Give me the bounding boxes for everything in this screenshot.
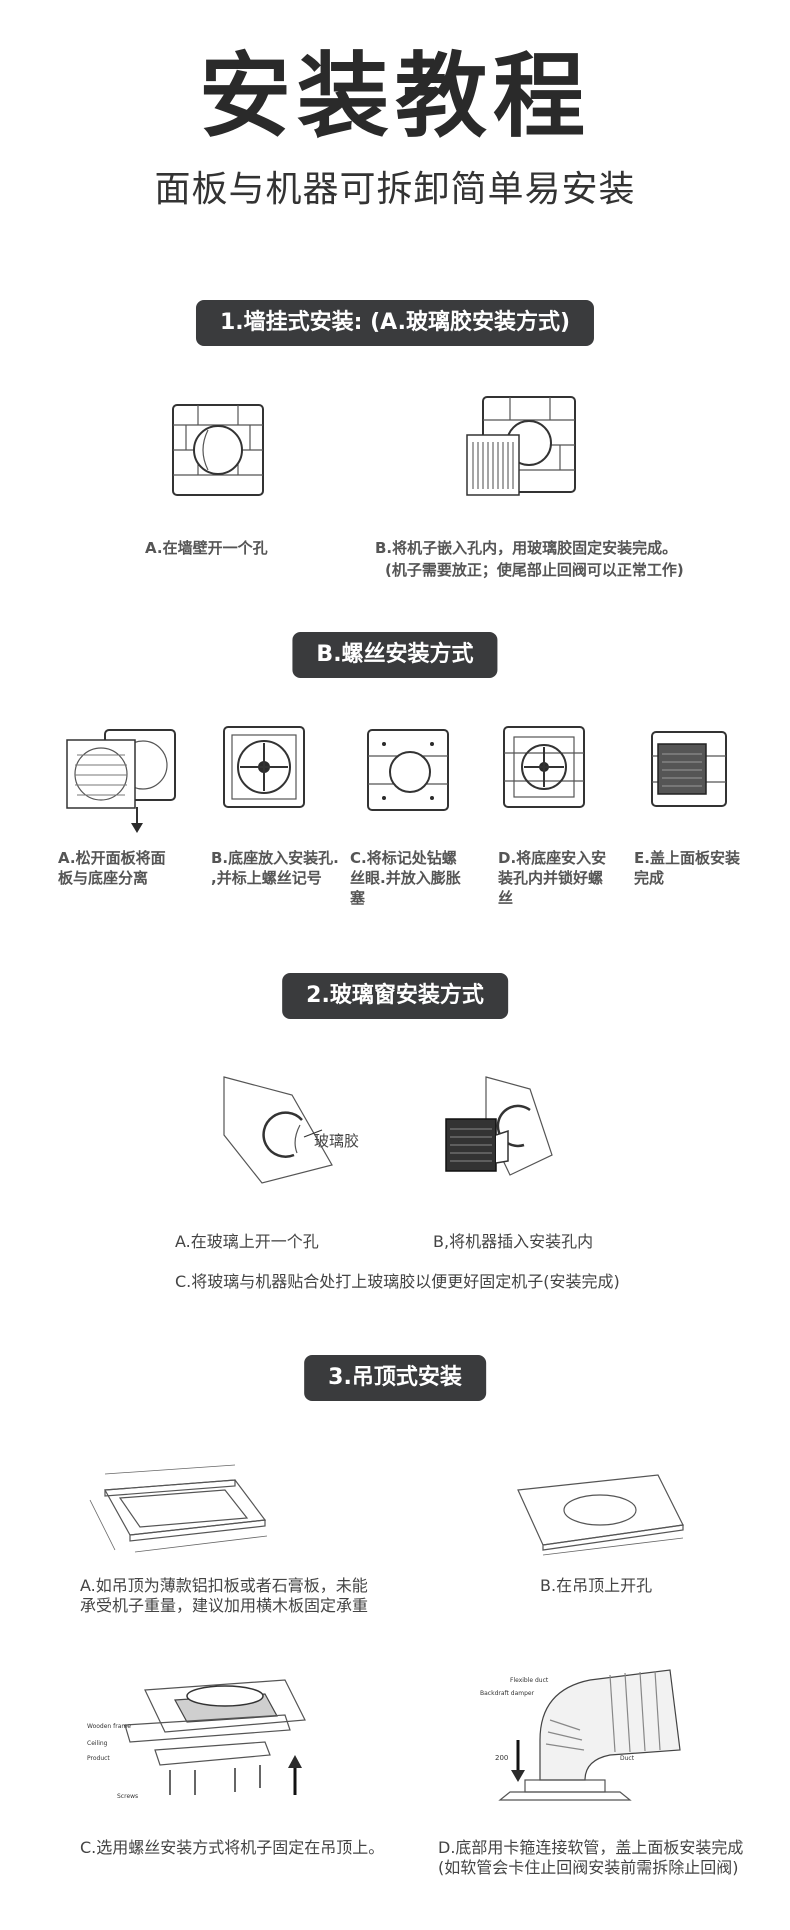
ceiling-step-d-caption: D.底部用卡箍连接软管，盖上面板安装完成(如软管会卡住止回阀安装前需拆除止回阀)	[438, 1838, 744, 1877]
label-backdraft-damper: Backdraft damper	[480, 1690, 535, 1697]
ceiling-frame-diagram	[89, 1464, 268, 1553]
glass-step-a-caption: A.在玻璃上开一个孔	[175, 1232, 319, 1251]
ceiling-screw-install-diagram: Wooden frame Ceiling Product Screws	[87, 1679, 306, 1800]
section-heading-wall-glue: 1.墙挂式安装: (A.玻璃胶安装方式)	[195, 300, 595, 346]
wall-hole-diagram	[172, 404, 264, 496]
screw-step-c-caption: C.将标记处钻螺丝眼.并放入膨胀塞	[350, 849, 461, 907]
screw-step-a-diagram	[66, 729, 176, 833]
screw-step-e-caption: E.盖上面板安装完成	[634, 849, 740, 887]
section-heading-glass-window: 2.玻璃窗安装方式	[282, 973, 508, 1019]
glass-fan-inserted-diagram	[445, 1076, 553, 1176]
wall-fan-inserted-diagram	[466, 396, 576, 496]
label-flexible-duct: Flexible duct	[510, 1677, 549, 1684]
ceiling-step-c-caption: C.选用螺丝安装方式将机子固定在吊顶上。	[80, 1838, 385, 1857]
screw-step-a-caption: A.松开面板将面板与底座分离	[58, 849, 166, 887]
screw-step-e-diagram	[651, 731, 727, 807]
ceiling-step-a-caption: A.如吊顶为薄款铝扣板或者石膏板，未能承受机子重量，建议加用横木板固定承重	[80, 1576, 369, 1615]
screw-step-d-caption: D.将底座安入安装孔内并锁好螺丝	[498, 849, 607, 907]
wall-step-b-note: (机子需要放正；使尾部止回阀可以正常工作)	[385, 561, 684, 579]
label-product: Product	[87, 1755, 110, 1762]
label-ceiling: Ceiling	[87, 1740, 108, 1747]
ceiling-duct-connect-diagram: Flexible duct Backdraft damper Duct 200	[480, 1669, 681, 1801]
screw-step-b-diagram	[223, 726, 305, 808]
section-heading-ceiling: 3.吊顶式安装	[304, 1355, 486, 1401]
page-title: 安装教程	[198, 43, 591, 150]
glass-hole-diagram	[223, 1076, 333, 1184]
section-heading-screw: B.螺丝安装方式	[292, 632, 498, 678]
screw-step-d-diagram	[503, 726, 585, 808]
label-duct: Duct	[620, 1755, 635, 1762]
wall-step-a-caption: A.在墙壁开一个孔	[145, 539, 268, 557]
ceiling-hole-diagram	[517, 1474, 684, 1556]
glass-glue-label: 玻璃胶	[314, 1132, 360, 1150]
glass-step-c-caption: C.将玻璃与机器贴合处打上玻璃胶以便更好固定机子(安装完成)	[175, 1272, 620, 1291]
screw-step-b-caption: B.底座放入安装孔.,并标上螺丝记号	[211, 849, 339, 887]
screw-step-c-diagram	[367, 729, 449, 811]
label-wooden-frame: Wooden frame	[87, 1723, 131, 1730]
ceiling-step-b-caption: B.在吊顶上开孔	[540, 1576, 653, 1595]
label-screws: Screws	[117, 1793, 138, 1800]
label-height-200: 200	[495, 1754, 508, 1762]
wall-step-b-caption: B.将机子嵌入孔内，用玻璃胶固定安装完成。	[375, 539, 678, 557]
glass-step-b-caption: B,将机器插入安装孔内	[433, 1232, 594, 1251]
page-subtitle: 面板与机器可拆卸简单易安装	[154, 169, 636, 210]
